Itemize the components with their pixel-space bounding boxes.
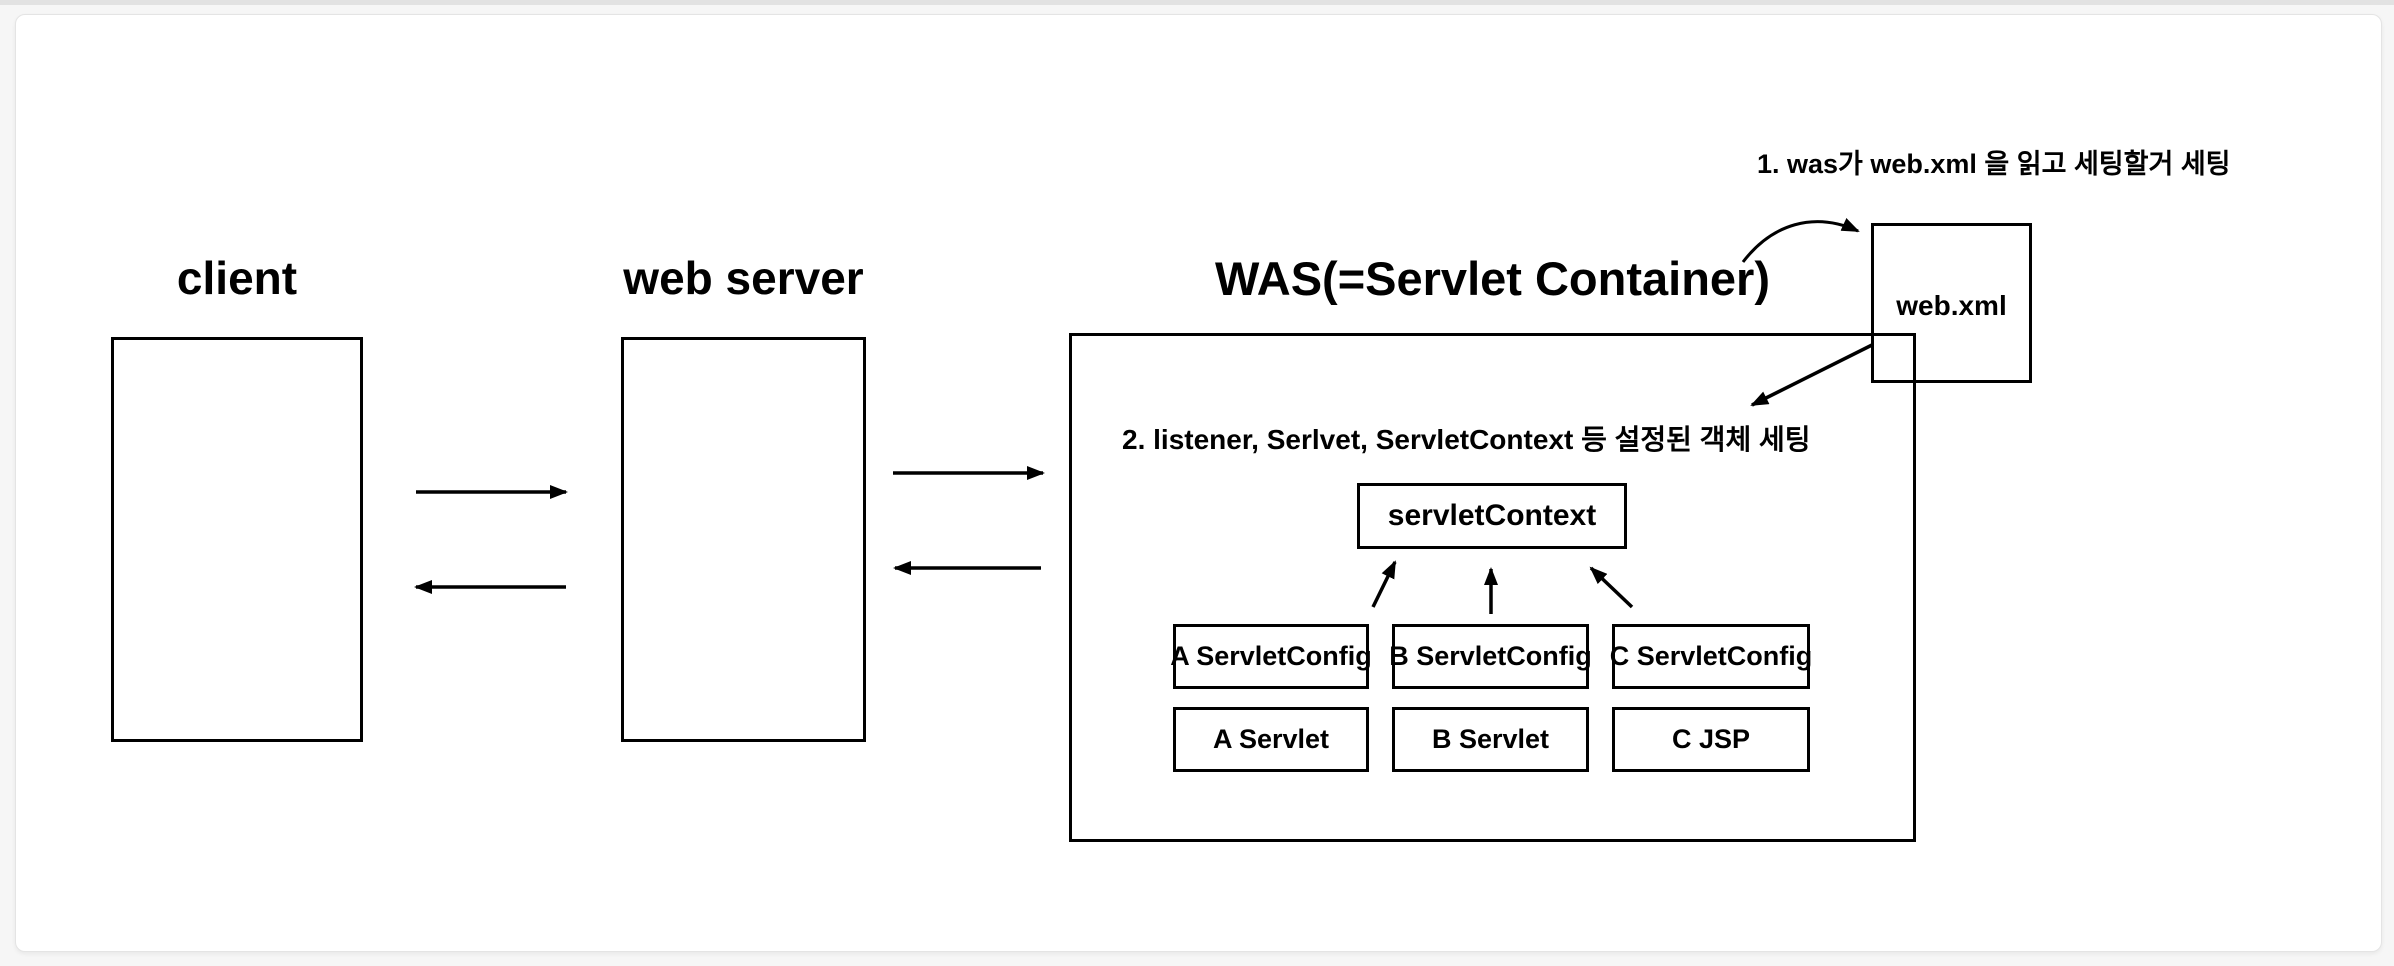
client-title: client	[176, 252, 298, 304]
diagram-canvas	[15, 14, 2382, 952]
web-server-box	[621, 337, 866, 742]
jsp-c-box: C JSP	[1612, 707, 1810, 772]
servlet-a-label: A Servlet	[1212, 724, 1330, 754]
servlet-b-box: B Servlet	[1392, 707, 1589, 772]
servlet-config-b-label: B ServletConfig	[1389, 641, 1592, 671]
servlet-context-box: servletContext	[1357, 483, 1627, 549]
note-2-objects-setup: 2. listener, Serlvet, ServletContext 등 설…	[1122, 424, 1811, 455]
servlet-config-c-label: C ServletConfig	[1609, 641, 1813, 671]
window-top-edge	[0, 0, 2394, 5]
jsp-c-label: C JSP	[1671, 724, 1751, 754]
web-server-title: web server	[623, 252, 864, 304]
servlet-a-box: A Servlet	[1173, 707, 1369, 772]
was-title: WAS(=Servlet Container)	[1215, 252, 1770, 305]
was-container-box	[1069, 333, 1916, 842]
servlet-context-label: servletContext	[1387, 499, 1597, 532]
client-box	[111, 337, 363, 742]
note-1-was-reads-webxml: 1. was가 web.xml 을 읽고 세팅할거 세팅	[1757, 149, 2231, 179]
web-xml-box: web.xml	[1871, 223, 2032, 383]
servlet-config-b-box: B ServletConfig	[1389, 624, 1592, 689]
servlet-config-c-box: C ServletConfig	[1609, 624, 1813, 689]
web-xml-label: web.xml	[1896, 290, 2007, 321]
servlet-config-a-box: A ServletConfig	[1170, 624, 1372, 689]
servlet-config-a-label: A ServletConfig	[1170, 641, 1372, 671]
servlet-b-label: B Servlet	[1431, 724, 1550, 754]
